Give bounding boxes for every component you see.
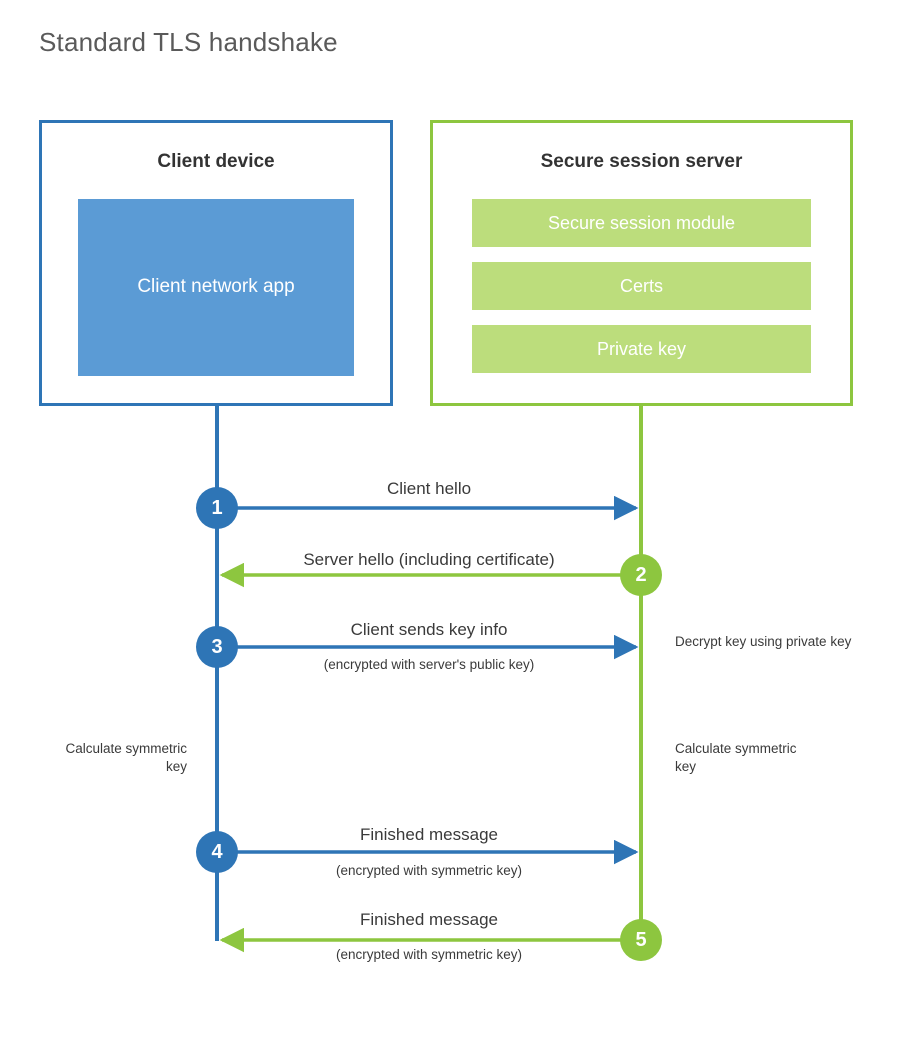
step-5-sublabel: (encrypted with symmetric key) — [335, 947, 523, 962]
step-4-label: Finished message — [360, 825, 498, 844]
server-decrypt-note: Decrypt key using private key — [675, 634, 852, 649]
server-module-certs: Certs — [472, 262, 811, 310]
step-3-sublabel: (encrypted with server's public key) — [323, 657, 535, 672]
client-device-box: Client device Client network app — [39, 120, 393, 406]
server-module-secure-session-module: Secure session module — [472, 199, 811, 247]
step-3-marker[interactable]: 3 — [196, 626, 238, 668]
secure-session-server-title: Secure session server — [540, 151, 743, 172]
step-5-label: Finished message — [360, 910, 498, 929]
server-calculate-symmetric-key-note: Calculate symmetric key — [675, 741, 797, 774]
step-1-label: Client hello — [386, 479, 472, 498]
step-4-marker[interactable]: 4 — [196, 831, 238, 873]
step-3-label: Client sends key info — [350, 620, 508, 639]
server-module-list: Secure session module Certs Private key — [472, 199, 811, 373]
step-2-label: Server hello (including certificate) — [303, 550, 555, 569]
step-2-marker[interactable]: 2 — [620, 554, 662, 596]
page-title: Standard TLS handshake — [39, 27, 338, 57]
server-module-private-key: Private key — [472, 325, 811, 373]
client-network-app-block: Client network app — [78, 199, 354, 376]
secure-session-server-box: Secure session server Secure session mod… — [430, 120, 853, 406]
client-calculate-symmetric-key-note: Calculate symmetric key — [65, 741, 187, 774]
client-device-title: Client device — [157, 151, 275, 172]
step-4-sublabel: (encrypted with symmetric key) — [335, 863, 523, 878]
step-5-marker[interactable]: 5 — [620, 919, 662, 961]
step-1-marker[interactable]: 1 — [196, 487, 238, 529]
